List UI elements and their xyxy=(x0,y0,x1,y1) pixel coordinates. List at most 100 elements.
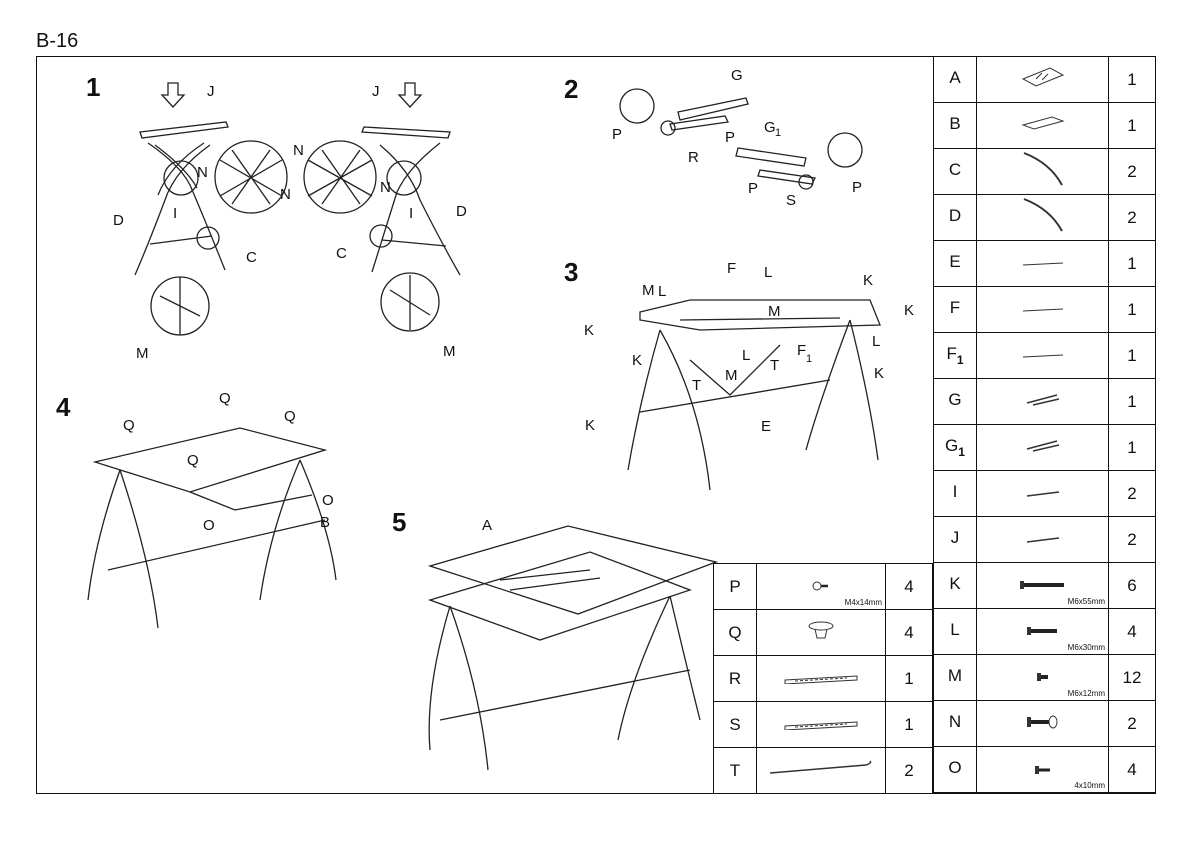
callout-label: K xyxy=(863,272,873,289)
step5-frame xyxy=(427,525,719,771)
curved-leg-icon xyxy=(1020,152,1066,193)
callout-label: K xyxy=(584,322,594,339)
part-code: T xyxy=(713,747,757,794)
part-quantity: 1 xyxy=(1108,240,1156,287)
bolt-with-cap-icon xyxy=(1025,714,1061,733)
part-quantity: 1 xyxy=(1108,424,1156,471)
step1-right-frame xyxy=(303,82,461,332)
glass-pad-icon xyxy=(806,621,836,645)
part-illustration xyxy=(756,609,886,656)
part-illustration xyxy=(756,655,886,702)
part-illustration xyxy=(976,240,1109,287)
part-code: P xyxy=(713,563,757,610)
part-code: G1 xyxy=(933,424,977,471)
callout-label: M xyxy=(443,343,456,360)
part-code-text: F xyxy=(949,298,961,317)
callout-label: O xyxy=(203,517,215,534)
part-code-subscript: 1 xyxy=(958,445,965,459)
bar-icon xyxy=(1020,254,1066,273)
callout-label: 1 xyxy=(806,353,812,365)
part-code-text: M xyxy=(947,666,963,685)
glass-top-icon xyxy=(1020,67,1066,93)
callout-label: C xyxy=(246,249,257,266)
callout-label: P xyxy=(725,129,735,146)
step4-frame xyxy=(87,427,337,629)
callout-label: K xyxy=(874,365,884,382)
part-illustration: M6x30mm xyxy=(976,608,1109,655)
callout-label: K xyxy=(904,302,914,319)
bar-icon xyxy=(1020,300,1066,319)
callout-label: E xyxy=(761,418,771,435)
part-code-text: Q xyxy=(728,622,742,642)
long-bolt-icon xyxy=(1018,576,1068,595)
callout-label: K xyxy=(632,352,642,369)
part-code-text: D xyxy=(948,206,962,225)
callout-label: M xyxy=(768,303,781,320)
part-quantity: 1 xyxy=(1108,102,1156,149)
part-illustration: M6x55mm xyxy=(976,562,1109,609)
part-quantity: 2 xyxy=(1108,470,1156,517)
part-code: J xyxy=(933,516,977,563)
curved-leg-icon xyxy=(1020,198,1066,239)
part-code-text: I xyxy=(952,482,958,501)
bolt-icon xyxy=(1025,622,1061,641)
part-code: K xyxy=(933,562,977,609)
part-quantity: 2 xyxy=(1108,516,1156,563)
down-arrow-icon xyxy=(397,82,423,108)
callout-label: I xyxy=(173,205,177,222)
callout-label: A xyxy=(482,517,492,534)
part-code-text: A xyxy=(949,68,961,87)
part-illustration xyxy=(976,516,1109,563)
callout-label: G xyxy=(731,67,743,84)
part-code: L xyxy=(933,608,977,655)
part-size: 4x10mm xyxy=(1074,781,1105,790)
part-illustration xyxy=(976,102,1109,149)
part-illustration xyxy=(976,148,1109,195)
callout-label: P xyxy=(612,126,622,143)
part-quantity: 2 xyxy=(1108,700,1156,747)
callout-label: M xyxy=(642,282,655,299)
short-bar-icon xyxy=(1023,484,1063,503)
part-illustration xyxy=(976,286,1109,333)
step-number: 1 xyxy=(86,72,100,102)
part-quantity: 1 xyxy=(1108,332,1156,379)
part-code-text: N xyxy=(948,712,962,731)
callout-label: J xyxy=(372,83,380,100)
step1-left-frame xyxy=(134,82,288,336)
part-size: M6x30mm xyxy=(1067,643,1105,652)
part-quantity: 1 xyxy=(1108,378,1156,425)
part-illustration: M4x14mm xyxy=(756,563,886,610)
part-code-text: B xyxy=(949,114,961,133)
part-size: M6x55mm xyxy=(1067,597,1105,606)
part-illustration: M6x12mm xyxy=(976,654,1109,701)
callout-label: M xyxy=(136,345,149,362)
part-size: M6x12mm xyxy=(1067,689,1105,698)
part-code: S xyxy=(713,701,757,748)
part-code-text: G xyxy=(945,436,959,455)
part-code: B xyxy=(933,102,977,149)
part-quantity: 2 xyxy=(1108,148,1156,195)
part-code-text: S xyxy=(729,714,741,734)
part-code: E xyxy=(933,240,977,287)
part-code: A xyxy=(933,56,977,103)
slide-rail-icon xyxy=(781,715,861,734)
part-illustration xyxy=(976,194,1109,241)
part-quantity: 2 xyxy=(1108,194,1156,241)
step3-frame xyxy=(627,299,881,491)
part-size: M4x14mm xyxy=(844,598,882,607)
part-illustration xyxy=(976,700,1109,747)
part-code-text: F xyxy=(946,344,957,363)
part-code-text: O xyxy=(948,758,962,777)
callout-label: L xyxy=(658,283,666,300)
